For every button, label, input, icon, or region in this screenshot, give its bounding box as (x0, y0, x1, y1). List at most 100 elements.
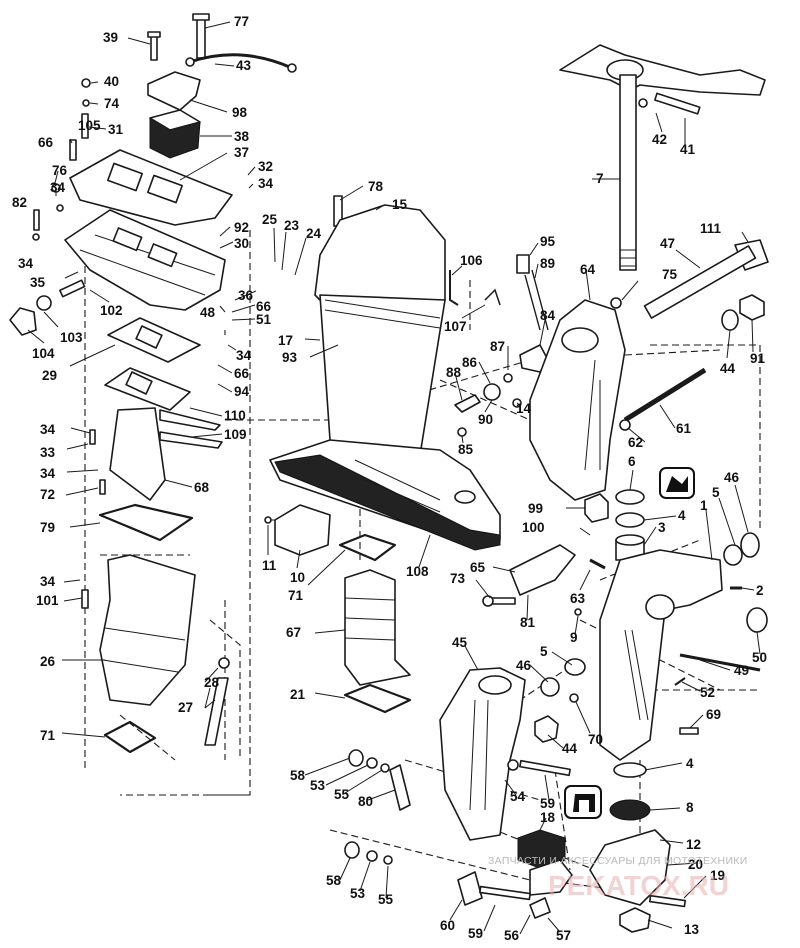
part-label-44: 44 (720, 361, 736, 376)
part-label-78: 78 (368, 179, 384, 194)
part-label-51: 51 (256, 312, 272, 327)
part-label-87: 87 (490, 339, 505, 354)
part-label-68: 68 (194, 480, 210, 495)
part-label-77: 77 (234, 14, 249, 29)
part-label-34: 34 (18, 256, 34, 271)
part-label-56: 56 (504, 928, 520, 943)
part-label-6: 6 (628, 454, 636, 469)
part-label-19: 19 (710, 868, 725, 883)
part-label-15: 15 (392, 197, 408, 212)
part-label-8: 8 (686, 800, 694, 815)
part-label-101: 101 (36, 593, 59, 608)
watermark-site: PEKATOX.RU (548, 870, 729, 901)
part-label-34: 34 (236, 348, 252, 363)
part-label-30: 30 (234, 236, 249, 251)
part-label-82: 82 (12, 195, 27, 210)
part-label-71: 71 (40, 728, 56, 743)
part-label-55: 55 (378, 892, 394, 907)
part-label-100: 100 (522, 520, 545, 535)
part-label-66: 66 (234, 366, 250, 381)
part-label-54: 54 (510, 789, 526, 804)
part-label-71: 71 (288, 588, 304, 603)
part-label-76: 76 (52, 163, 68, 178)
part-label-90: 90 (478, 412, 493, 427)
part-label-102: 102 (100, 303, 123, 318)
part-label-47: 47 (660, 236, 675, 251)
part-label-75: 75 (662, 267, 678, 282)
part-label-92: 92 (234, 220, 249, 235)
part-label-88: 88 (446, 365, 462, 380)
part-label-32: 32 (258, 159, 273, 174)
part-label-49: 49 (734, 663, 749, 678)
part-label-62: 62 (628, 435, 643, 450)
part-label-34: 34 (50, 180, 66, 195)
part-label-24: 24 (306, 226, 322, 241)
part-label-34: 34 (40, 574, 56, 589)
part-label-108: 108 (406, 564, 429, 579)
part-label-33: 33 (40, 445, 56, 460)
part-label-40: 40 (104, 74, 119, 89)
part-label-10: 10 (290, 570, 305, 585)
part-label-55: 55 (334, 787, 350, 802)
part-label-46: 46 (724, 470, 740, 485)
part-label-14: 14 (516, 401, 532, 416)
part-label-50: 50 (752, 650, 767, 665)
part-label-46: 46 (516, 658, 532, 673)
part-label-64: 64 (580, 262, 596, 277)
part-label-48: 48 (200, 305, 216, 320)
part-label-70: 70 (588, 732, 603, 747)
part-label-5: 5 (712, 485, 720, 500)
part-label-25: 25 (262, 212, 278, 227)
part-label-61: 61 (676, 421, 692, 436)
part-label-104: 104 (32, 346, 55, 361)
part-label-41: 41 (680, 142, 696, 157)
part-label-29: 29 (42, 368, 57, 383)
part-label-53: 53 (350, 886, 366, 901)
part-label-36: 36 (238, 288, 254, 303)
part-label-45: 45 (452, 635, 468, 650)
leader-lines (27, 21, 761, 935)
part-label-60: 60 (440, 918, 455, 933)
part-label-110: 110 (224, 408, 246, 423)
part-label-81: 81 (520, 615, 536, 630)
part-label-91: 91 (750, 351, 766, 366)
part-label-52: 52 (700, 685, 715, 700)
part-label-3: 3 (658, 520, 666, 535)
part-label-93: 93 (282, 350, 298, 365)
part-label-9: 9 (570, 630, 578, 645)
part-label-13: 13 (684, 922, 700, 937)
part-label-31: 31 (108, 122, 124, 137)
part-shapes (9, 13, 769, 933)
part-label-59: 59 (468, 926, 483, 941)
part-label-35: 35 (30, 275, 46, 290)
part-label-26: 26 (40, 654, 56, 669)
lubrication-symbol-upper (659, 467, 695, 499)
part-label-86: 86 (462, 355, 478, 370)
part-label-79: 79 (40, 520, 55, 535)
part-label-85: 85 (458, 442, 474, 457)
part-label-53: 53 (310, 778, 326, 793)
part-label-20: 20 (688, 857, 703, 872)
part-label-94: 94 (234, 384, 250, 399)
part-label-4: 4 (686, 756, 694, 771)
part-label-105: 105 (78, 118, 101, 133)
part-label-34: 34 (258, 176, 274, 191)
part-label-107: 107 (444, 319, 467, 334)
part-label-21: 21 (290, 687, 306, 702)
part-label-42: 42 (652, 132, 667, 147)
part-label-65: 65 (470, 560, 486, 575)
part-label-4: 4 (678, 508, 686, 523)
part-label-27: 27 (178, 700, 193, 715)
part-label-84: 84 (540, 308, 556, 323)
part-label-111: 111 (700, 221, 722, 236)
part-label-37: 37 (234, 145, 249, 160)
part-label-28: 28 (204, 675, 220, 690)
part-label-58: 58 (290, 768, 306, 783)
part-label-59: 59 (540, 796, 555, 811)
part-label-17: 17 (278, 333, 293, 348)
part-label-18: 18 (540, 810, 556, 825)
part-label-38: 38 (234, 129, 250, 144)
watermark: ЗАПЧАСТИ И АКСЕССУАРЫ ДЛЯ МОТОТЕХНИКИ PE… (488, 855, 747, 901)
